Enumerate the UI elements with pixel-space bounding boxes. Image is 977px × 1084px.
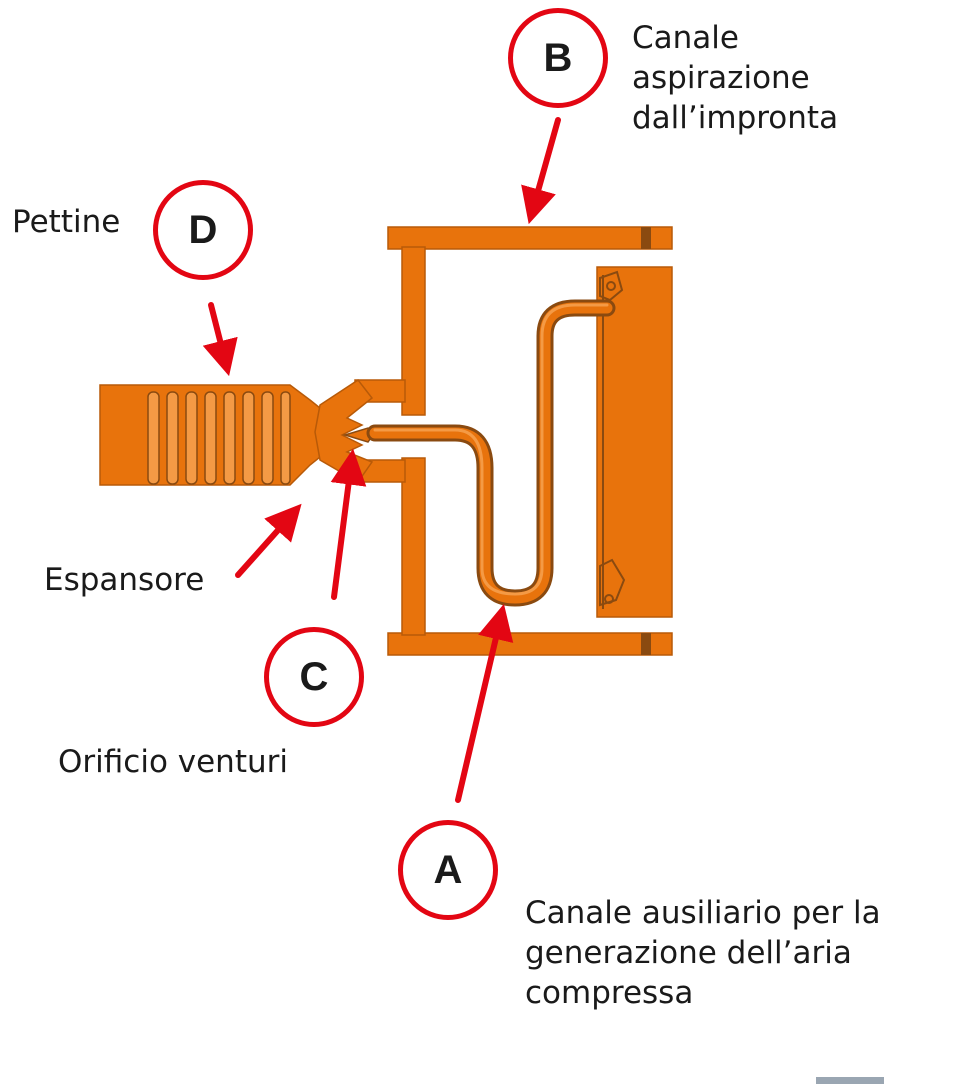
label-orificio-venturi: Orificio venturi (58, 744, 288, 780)
pointer-arrows (202, 117, 561, 803)
label-pettine: Pettine (12, 204, 121, 240)
marker-b: B (508, 8, 608, 108)
top-channel (387, 226, 673, 250)
frame-left-upper-bar (401, 246, 426, 416)
marker-d-letter: D (188, 207, 218, 252)
label-canale-aspirazione: Canale aspirazione dall’impronta (632, 20, 839, 136)
label-canale-ausiliario: Canale ausiliario per la generazione del… (525, 895, 881, 1011)
marker-a: A (398, 820, 498, 920)
bottom-channel (387, 632, 673, 656)
mold-frame (354, 226, 673, 656)
arrow-b (521, 117, 561, 225)
auxiliary-tube (366, 299, 616, 607)
frame-left-lower-bar (401, 457, 426, 636)
comb-body (99, 384, 331, 486)
marker-b-letter: B (543, 35, 573, 80)
marker-a-letter: A (433, 847, 463, 892)
arrow-espansore (235, 503, 302, 578)
arrow-a (455, 603, 514, 803)
marker-c-letter: C (299, 654, 329, 699)
marker-d: D (153, 180, 253, 280)
mold-cavity (596, 266, 673, 618)
cavity-details (599, 270, 626, 609)
channel-end-marks (641, 227, 651, 655)
marker-c: C (264, 627, 364, 727)
label-espansore: Espansore (44, 562, 205, 598)
corner-badge (816, 1077, 884, 1084)
arrow-d (202, 302, 238, 377)
arrow-c (330, 448, 367, 600)
